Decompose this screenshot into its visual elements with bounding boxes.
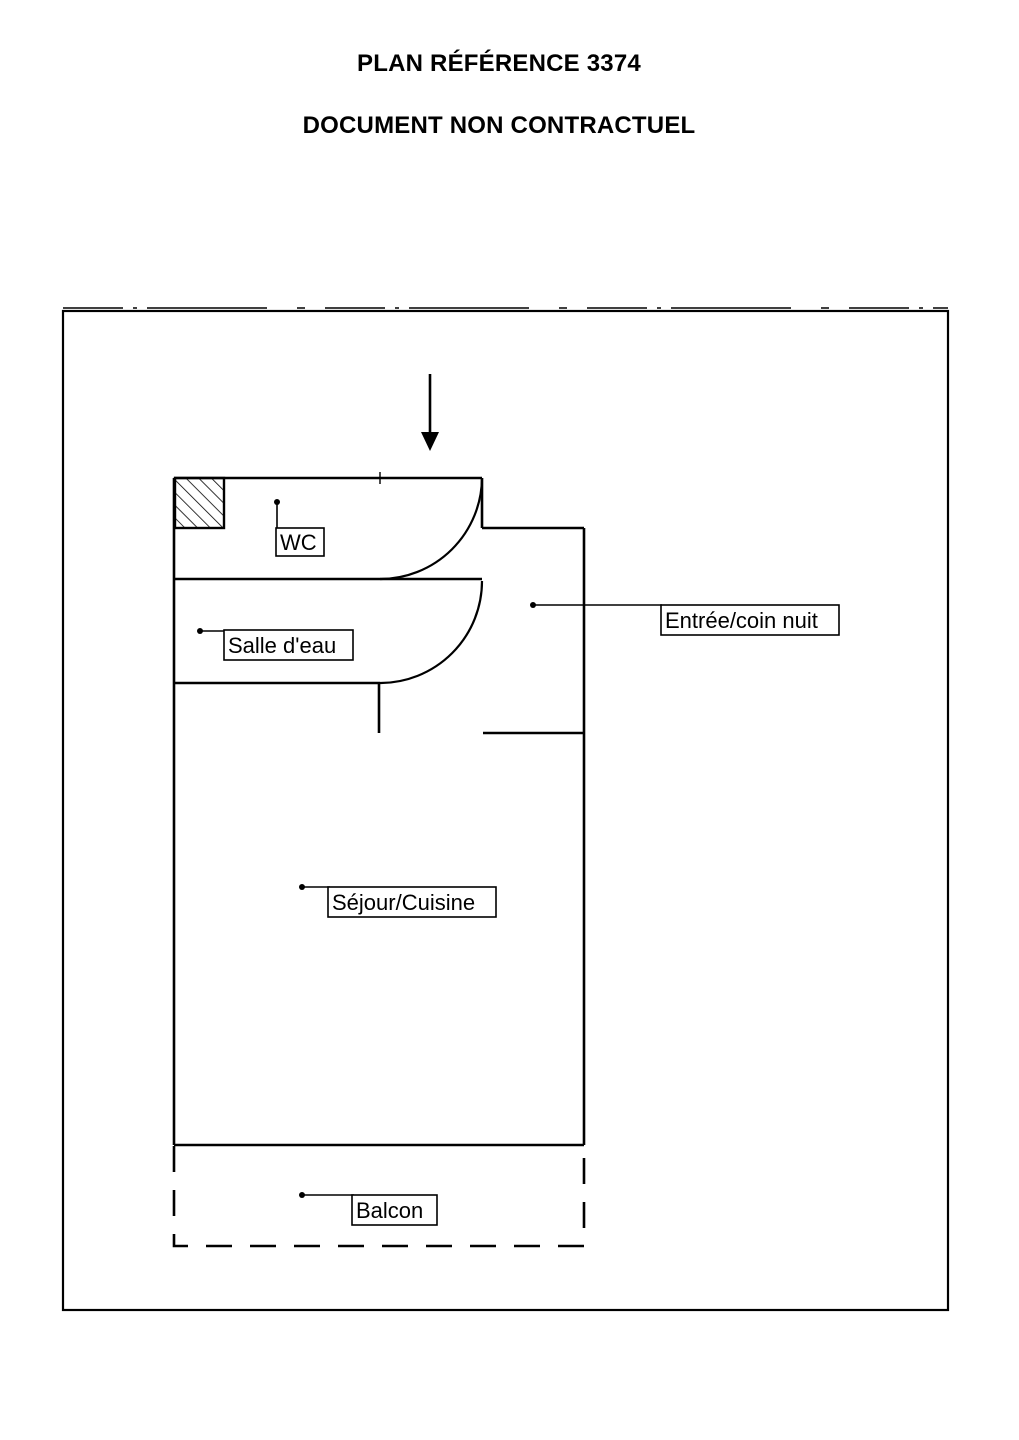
technical-shaft: [173, 476, 226, 530]
walls: [172, 476, 586, 1147]
page-title: PLAN RÉFÉRENCE 3374: [357, 50, 641, 77]
entrance-arrow-icon: [421, 374, 439, 451]
balcony-outline: [172, 1146, 586, 1248]
room-label-balcon: Balcon: [299, 1192, 438, 1226]
room-label-sejour: Séjour/Cuisine: [299, 884, 497, 918]
label-sejour: Séjour/Cuisine: [332, 890, 475, 915]
label-entree: Entrée/coin nuit: [665, 608, 818, 633]
room-label-salle-eau: Salle d'eau: [197, 628, 354, 661]
label-wc: WC: [280, 530, 317, 555]
page-subtitle: DOCUMENT NON CONTRACTUEL: [302, 112, 696, 139]
room-label-wc: WC: [274, 499, 325, 557]
label-balcon: Balcon: [356, 1198, 423, 1223]
plan-frame: [61, 307, 950, 1312]
room-label-entree: Entrée/coin nuit: [530, 602, 840, 636]
label-salle-eau: Salle d'eau: [228, 633, 336, 658]
door-swings: [379, 472, 484, 685]
